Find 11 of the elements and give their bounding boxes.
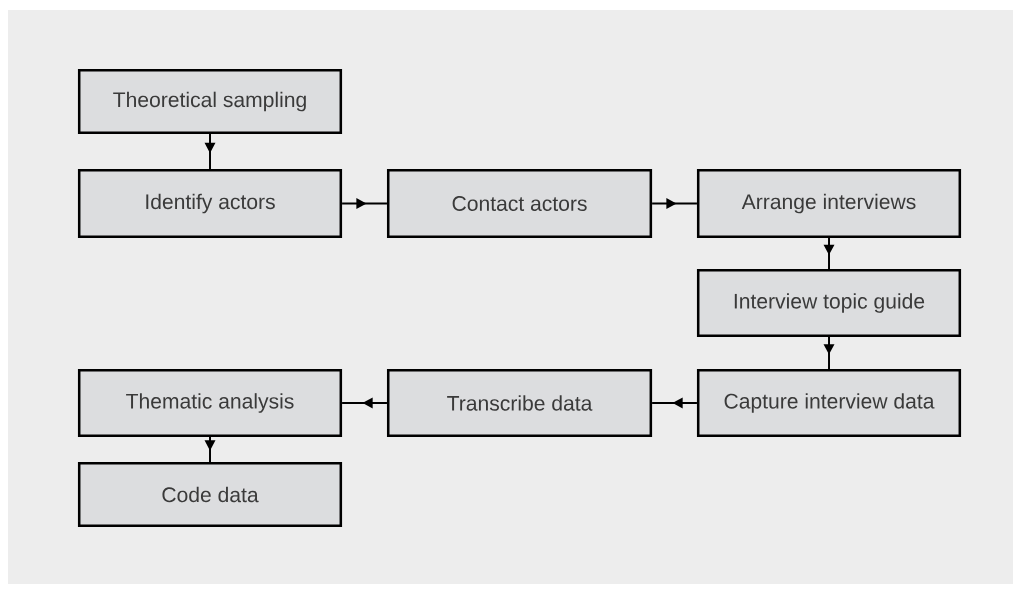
process-box: Code data [77,461,343,528]
arrow [651,198,698,209]
process-box: Capture interview data [696,368,962,438]
arrow [341,198,388,209]
process-box: Theoretical sampling [77,68,343,135]
process-box: Transcribe data [386,368,653,438]
process-box: Identify actors [77,168,343,239]
process-box: Thematic analysis [77,368,343,438]
process-box: Interview topic guide [696,268,962,338]
process-box: Arrange interviews [696,168,962,239]
process-box: Contact actors [386,168,653,239]
